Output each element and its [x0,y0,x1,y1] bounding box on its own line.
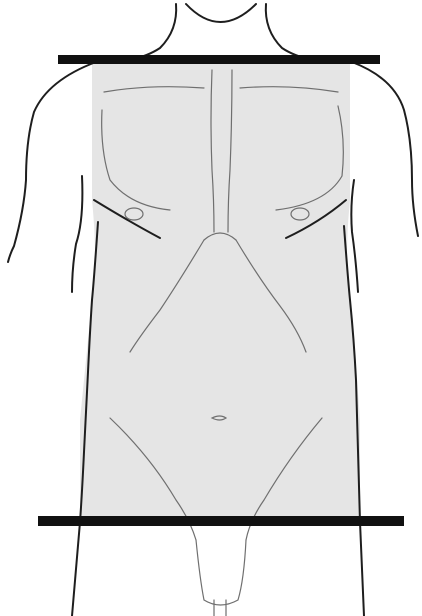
groin-detail [196,540,246,605]
left-shoulder-outline [8,62,96,262]
lower-boundary-bar [38,516,404,526]
right-arm-inner [351,180,358,292]
left-leg-outline [72,522,80,616]
left-arm-inner [72,176,82,292]
groin-bottom [214,600,226,616]
right-shoulder-outline [352,62,418,236]
chin-curve [186,4,256,22]
right-leg-outline [360,522,364,616]
upper-boundary-bar [58,55,380,64]
neck-outline [130,4,176,60]
neck-outline-right [266,4,312,60]
shaded-torso-region [80,64,360,522]
